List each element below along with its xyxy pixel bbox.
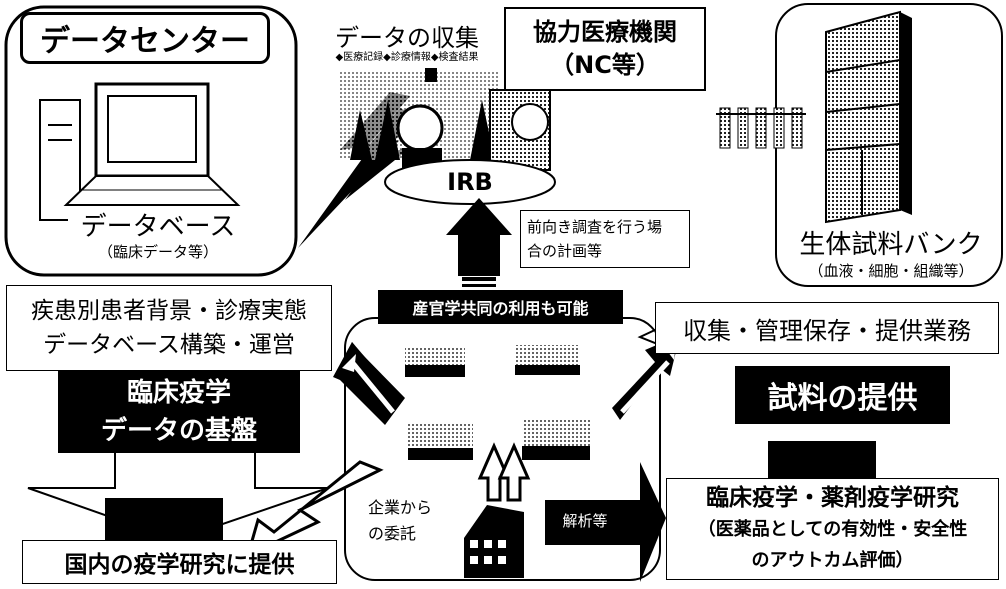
- corporate-commission-line2: の委託: [368, 524, 417, 543]
- prospective-note-line2: 合の計画等: [527, 242, 603, 260]
- prospective-note-line1: 前向き調査を行う場: [527, 218, 663, 236]
- corporate-building-icon: [464, 505, 524, 578]
- joint-use-label: 産官学共同の利用も可能: [378, 290, 623, 324]
- domestic-research-box: 国内の疫学研究に提供: [22, 540, 337, 584]
- research-line2: （医薬品としての有効性・安全性: [697, 518, 968, 540]
- irb-label: IRB: [447, 168, 493, 196]
- collection-title: データの収集: [318, 18, 496, 53]
- building-icon: [515, 345, 580, 375]
- building-icon: [408, 422, 473, 460]
- building-icon: [405, 347, 465, 377]
- analysis-label: 解析等: [562, 511, 608, 530]
- research-line1: 臨床疫学・薬剤疫学研究: [706, 484, 959, 511]
- arrow-up-left-icon: [333, 342, 405, 425]
- patient-background-box: 疾患別患者背景・診療実態 データベース構築・運営: [6, 285, 332, 371]
- redaction-bar: [105, 498, 223, 540]
- database-label: データベース: [68, 206, 248, 243]
- database-note: （臨床データ等）: [97, 243, 218, 261]
- research-line3: のアウトカム評価）: [751, 549, 914, 571]
- redaction-bar: [768, 441, 876, 481]
- collection-tasks-box: 収集・管理保存・提供業務: [655, 302, 999, 354]
- cooperating-institutions-box: 協力医療機関 （NC等）: [504, 7, 706, 91]
- epi-foundation-line2: データの基盤: [100, 415, 257, 446]
- collection-subtitle: ◆医療記録◆診療情報◆検査結果: [335, 52, 479, 63]
- corporate-commission-label: 企業から の委託: [368, 495, 458, 547]
- patient-background-line1: 疾患別患者背景・診療実態: [31, 298, 307, 324]
- arrow-left-icon: [245, 460, 384, 558]
- sample-tubes-icon: [716, 107, 806, 149]
- data-center-title: データセンター: [20, 12, 270, 64]
- corporate-commission-line1: 企業から: [368, 498, 433, 517]
- cooperating-institutions-line1: 協力医療機関: [533, 18, 677, 46]
- up-arrow-icon: [477, 442, 531, 502]
- biobank-title: 生体試料バンク: [786, 224, 996, 261]
- computer-icon: [39, 82, 241, 221]
- patient-background-line2: データベース構築・運営: [43, 332, 295, 358]
- prospective-note-box: 前向き調査を行う場 合の計画等: [520, 210, 690, 268]
- epi-foundation-box: 臨床疫学 データの基盤: [58, 370, 300, 453]
- building-icon: [522, 420, 590, 460]
- arrow-down-icon: [27, 451, 329, 542]
- research-box: 臨床疫学・薬剤疫学研究 （医薬品としての有効性・安全性 のアウトカム評価）: [666, 478, 999, 580]
- up-arrow-icon: [446, 198, 512, 287]
- irb-ellipse: [384, 159, 556, 205]
- freezer-icon: [825, 10, 912, 224]
- epi-foundation-line1: 臨床疫学: [126, 377, 231, 408]
- sample-provision-box: 試料の提供: [735, 366, 950, 424]
- collection-scene-image: [340, 68, 551, 176]
- biobank-note: （血液・細胞・組織等）: [808, 262, 974, 280]
- cooperating-institutions-line2: （NC等）: [550, 51, 660, 79]
- arrow-right-icon: [545, 462, 666, 582]
